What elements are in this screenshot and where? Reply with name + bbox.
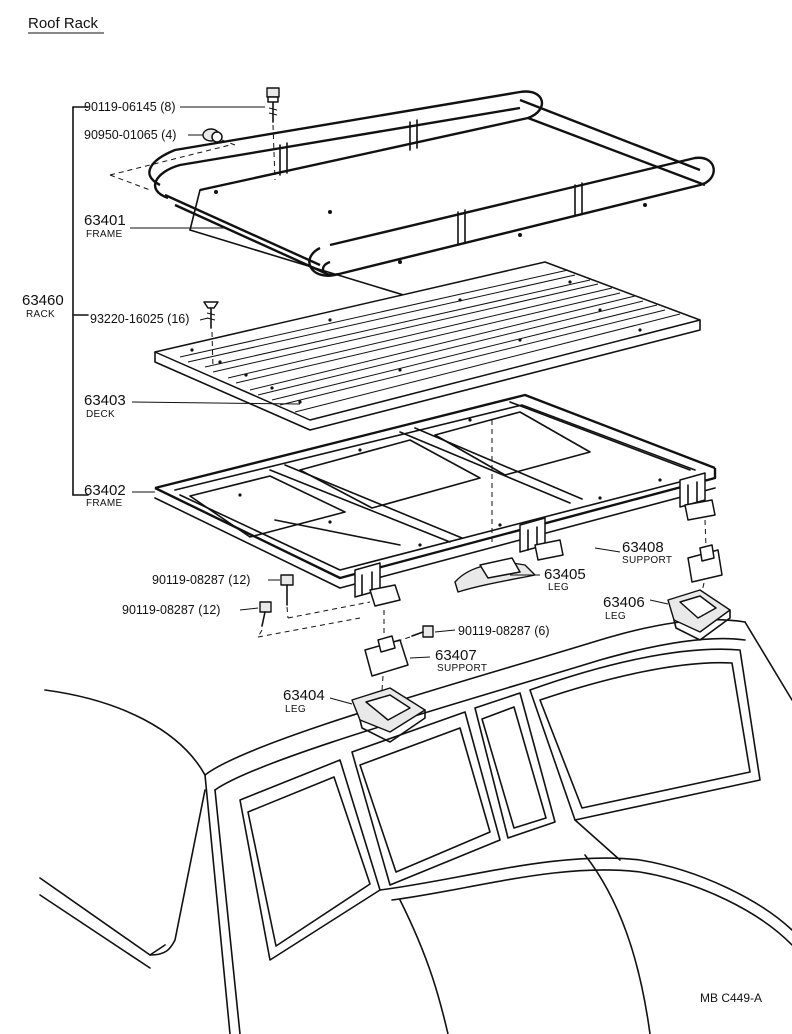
leg-63405 bbox=[454, 557, 536, 593]
bolt-90119-08287-upper-icon bbox=[280, 574, 371, 619]
bolt-90119-06145-icon bbox=[266, 87, 280, 181]
fastener-label-90950-01065: 90950-01065 (4) bbox=[84, 128, 176, 142]
diagram-title: Roof Rack bbox=[28, 15, 99, 32]
leader-lines bbox=[130, 106, 669, 705]
deck-63403 bbox=[154, 261, 701, 431]
bolt-90119-08287-lower-icon bbox=[257, 601, 361, 638]
part-name-63401: FRAME bbox=[86, 229, 123, 240]
rack-assembly-bracket bbox=[72, 106, 89, 496]
support-63407 bbox=[364, 610, 409, 691]
part-name-63407: SUPPORT bbox=[437, 663, 487, 674]
leg-63404 bbox=[351, 687, 426, 743]
part-number-63403: 63403 bbox=[84, 392, 126, 409]
part-number-63460: 63460 bbox=[22, 292, 64, 309]
part-name-63408: SUPPORT bbox=[622, 555, 672, 566]
part-name-63404: LEG bbox=[285, 704, 306, 715]
frame-bracket-middle bbox=[519, 517, 564, 561]
part-name-63406: LEG bbox=[605, 611, 626, 622]
leg-63406 bbox=[667, 589, 731, 641]
part-name-63402: FRAME bbox=[86, 498, 123, 509]
fastener-label-90119-08287-lower: 90119-08287 (12) bbox=[122, 603, 220, 617]
part-name-63403: DECK bbox=[86, 409, 115, 420]
part-number-63405: 63405 bbox=[544, 566, 586, 583]
frame-bracket-left bbox=[354, 562, 401, 607]
diagram-reference-code: MB C449-A bbox=[700, 991, 762, 1005]
frame-63401-rails bbox=[109, 90, 715, 301]
part-number-63408: 63408 bbox=[622, 539, 664, 556]
part-number-63401: 63401 bbox=[84, 212, 126, 229]
part-number-63406: 63406 bbox=[603, 594, 645, 611]
screw-93220-16025-icon bbox=[203, 301, 219, 369]
part-number-63402: 63402 bbox=[84, 482, 126, 499]
support-63408 bbox=[687, 519, 723, 601]
part-number-63404: 63404 bbox=[283, 687, 325, 704]
fastener-label-90119-06145: 90119-06145 (8) bbox=[84, 100, 176, 114]
part-name-63405: LEG bbox=[548, 582, 569, 593]
fastener-label-93220-16025: 93220-16025 (16) bbox=[90, 312, 189, 326]
fastener-label-90119-08287-side: 90119-08287 (6) bbox=[458, 624, 550, 638]
frame-bracket-right bbox=[679, 472, 716, 521]
part-number-63407: 63407 bbox=[435, 647, 477, 664]
part-name-63460: RACK bbox=[26, 309, 55, 320]
bolt-90119-08287-side-icon bbox=[394, 625, 434, 643]
vehicle-body bbox=[39, 618, 792, 1034]
fastener-label-90119-08287-upper: 90119-08287 (12) bbox=[152, 573, 250, 587]
